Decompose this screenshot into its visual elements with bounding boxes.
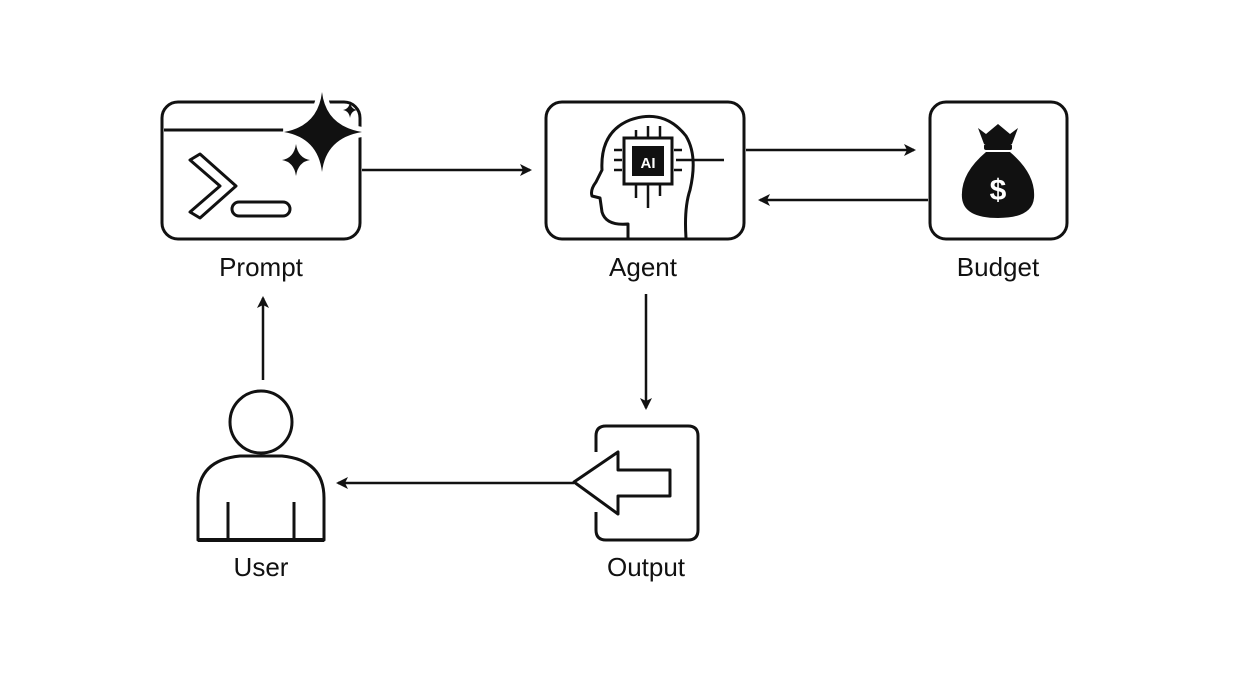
node-label-budget: Budget: [957, 252, 1040, 282]
node-output[interactable]: Output: [572, 424, 700, 582]
node-label-output: Output: [607, 552, 686, 582]
node-prompt[interactable]: Prompt: [160, 91, 364, 282]
money-bag-icon: $: [928, 100, 1069, 241]
node-label-user: User: [234, 552, 289, 582]
node-agent[interactable]: AI Agent: [544, 100, 746, 282]
node-label-prompt: Prompt: [219, 252, 304, 282]
node-budget[interactable]: $ Budget: [928, 100, 1069, 282]
dollar-symbol: $: [990, 174, 1007, 207]
terminal-sparkle-icon: [160, 91, 364, 241]
node-user[interactable]: User: [196, 389, 326, 582]
ai-head-chip-icon: AI: [544, 100, 746, 241]
user-icon: [196, 389, 326, 542]
node-label-agent: Agent: [609, 252, 678, 282]
edges: [257, 144, 928, 489]
chip-text: AI: [641, 155, 656, 172]
output-arrow-icon: [572, 424, 700, 542]
